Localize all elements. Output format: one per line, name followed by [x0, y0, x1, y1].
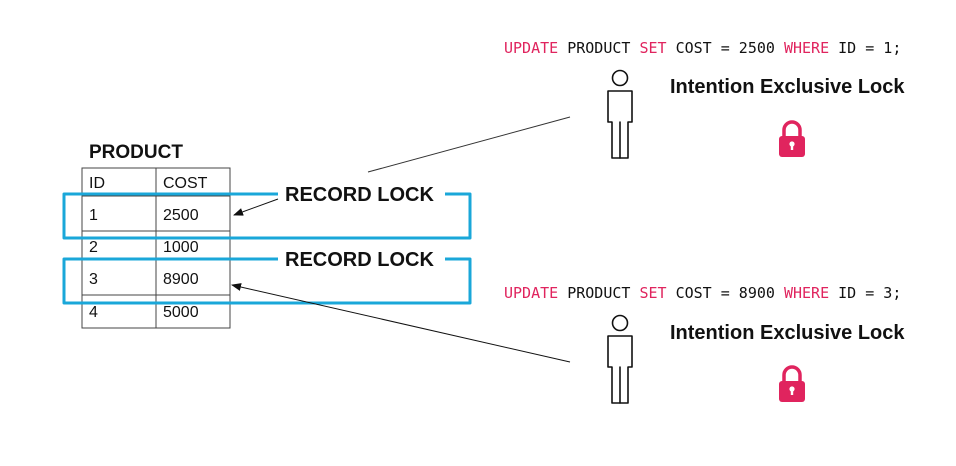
lock-icon — [779, 120, 805, 157]
cell-id-4: 4 — [89, 304, 98, 321]
query-1: UPDATE PRODUCT SET COST = 2500 WHERE ID … — [504, 39, 901, 57]
arrow-to-row-3 — [231, 283, 571, 363]
record-lock-highlight-2 — [62, 257, 472, 305]
lock-label-2: Intention Exclusive Lock — [670, 322, 905, 344]
query-2: UPDATE PRODUCT SET COST = 8900 WHERE ID … — [504, 284, 901, 302]
header-cost: COST — [163, 175, 208, 192]
lock-label-1: Intention Exclusive Lock — [670, 76, 905, 98]
cell-id-2: 2 — [89, 239, 98, 256]
table-title: PRODUCT — [89, 142, 183, 163]
header-id: ID — [89, 175, 105, 192]
cell-cost-3: 8900 — [163, 271, 199, 288]
person-icon — [607, 314, 633, 404]
record-lock-highlight-1 — [62, 192, 472, 240]
lock-icon — [779, 365, 805, 402]
cell-id-3: 3 — [89, 271, 98, 288]
cell-cost-4: 5000 — [163, 304, 199, 321]
cell-id-1: 1 — [89, 207, 98, 224]
cell-cost-1: 2500 — [163, 207, 199, 224]
person-icon — [607, 69, 633, 159]
connector-line-1 — [367, 116, 571, 173]
record-lock-label-2: RECORD LOCK — [285, 249, 434, 271]
cell-cost-2: 1000 — [163, 239, 199, 256]
record-lock-label-1: RECORD LOCK — [285, 184, 434, 206]
arrow-to-row-1 — [233, 198, 279, 216]
